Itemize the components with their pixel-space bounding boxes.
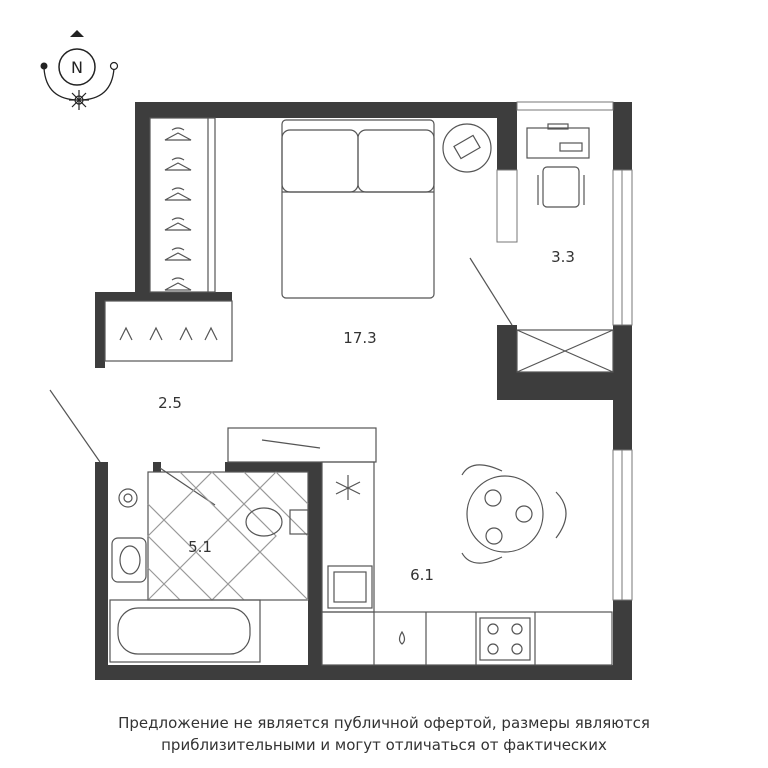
disclaimer-line-1: Предложение не является публичной оферто… (118, 714, 650, 732)
wardrobe (104, 117, 233, 362)
dining-table (461, 464, 567, 564)
bathroom-fixtures (109, 471, 309, 663)
room-area-living: 17.3 (343, 329, 376, 347)
sun-icon (69, 90, 89, 110)
kitchen-fixtures (321, 461, 613, 666)
compass-north-label: N (71, 58, 83, 77)
snowflake-icon (335, 475, 361, 500)
room-area-kitchen: 6.1 (410, 566, 434, 584)
water-drop-icon (398, 630, 406, 645)
room-area-hallway: 2.5 (158, 394, 182, 412)
windows (496, 101, 633, 601)
nightstand (442, 123, 492, 173)
room-area-bathroom: 5.1 (188, 538, 212, 556)
disclaimer-line-2: приблизительными и могут отличаться от ф… (161, 736, 607, 754)
doors (49, 257, 513, 506)
shaft (516, 329, 614, 373)
compass-icon: N (40, 30, 119, 110)
room-area-balcony: 3.3 (551, 248, 575, 266)
bed (281, 119, 435, 299)
balcony-desk (526, 123, 590, 208)
disclaimer: Предложение не является публичной оферто… (0, 712, 768, 756)
walls (95, 102, 632, 680)
